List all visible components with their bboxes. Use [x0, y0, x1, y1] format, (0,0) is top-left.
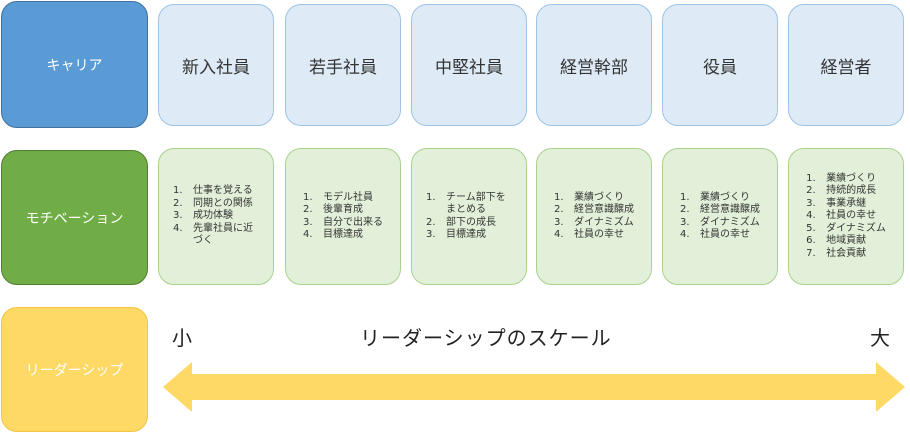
career-row-header: キャリア — [1, 1, 148, 128]
motivation-label: モチベーション — [25, 210, 124, 227]
double-arrow-shape — [163, 362, 905, 412]
motivation-item: 3.事業承継 — [806, 197, 867, 209]
scale-title: リーダーシップのスケール — [360, 326, 612, 350]
motivation-item: 2.経営意識醸成 — [554, 204, 634, 215]
motivation-item: 4.社員の幸せ — [554, 229, 624, 240]
motivation-item: 6.地域貢献 — [806, 235, 867, 247]
motivation-item: 2.持続的成長 — [806, 185, 877, 197]
motivation-item: 3.自分で出来る — [303, 216, 383, 228]
motivation-item: 1.業績づくり — [806, 172, 877, 184]
motivation-item: 1.仕事を覚える — [173, 185, 253, 197]
leadership-label: リーダーシップ — [25, 362, 124, 379]
motivation-item: 4.社員の幸せ — [806, 210, 877, 222]
motivation-item: 7.社会貢献 — [806, 247, 867, 259]
motivation-item: 3.ダイナミズム — [554, 216, 634, 228]
motivation-item: 2.同期との関係 — [173, 197, 253, 209]
scale-large-label: 大 — [870, 326, 890, 350]
motivation-item: 2.後輩育成 — [303, 204, 363, 215]
motivation-item: 4.目標達成 — [303, 229, 363, 240]
motivation-item: 2.経営意識醸成 — [680, 204, 760, 215]
motivation-item: 1.業績づくり — [554, 191, 624, 203]
motivation-item: 4.先輩社員に近づく — [173, 222, 253, 247]
career-stage-box: 役員 — [662, 4, 778, 126]
motivation-item: 3.ダイナミズム — [680, 216, 760, 228]
motivation-item: 3.成功体験 — [173, 210, 233, 222]
career-stage-box: 経営者 — [788, 4, 904, 126]
motivation-item: 3.目標達成 — [426, 229, 486, 240]
motivation-item: 4.社員の幸せ — [680, 229, 750, 240]
scale-small-label: 小 — [172, 326, 192, 350]
motivation-item: 1.チーム部下をまとめる — [426, 191, 506, 216]
career-label: キャリア — [46, 57, 103, 74]
career-stage-box: 若手社員 — [285, 4, 401, 126]
motivation-item: 2.部下の成長 — [426, 216, 496, 228]
career-stage-box: 経営幹部 — [536, 4, 652, 126]
motivation-item: 1.モデル社員 — [303, 191, 373, 203]
motivation-item: 5.ダイナミズム — [806, 222, 886, 234]
leadership-row-header: リーダーシップ — [1, 307, 148, 432]
career-stage-box: 新入社員 — [158, 4, 274, 126]
motivation-item: 1.業績づくり — [680, 191, 750, 203]
motivation-row-header: モチベーション — [1, 150, 148, 285]
career-stage-box: 中堅社員 — [411, 4, 527, 126]
